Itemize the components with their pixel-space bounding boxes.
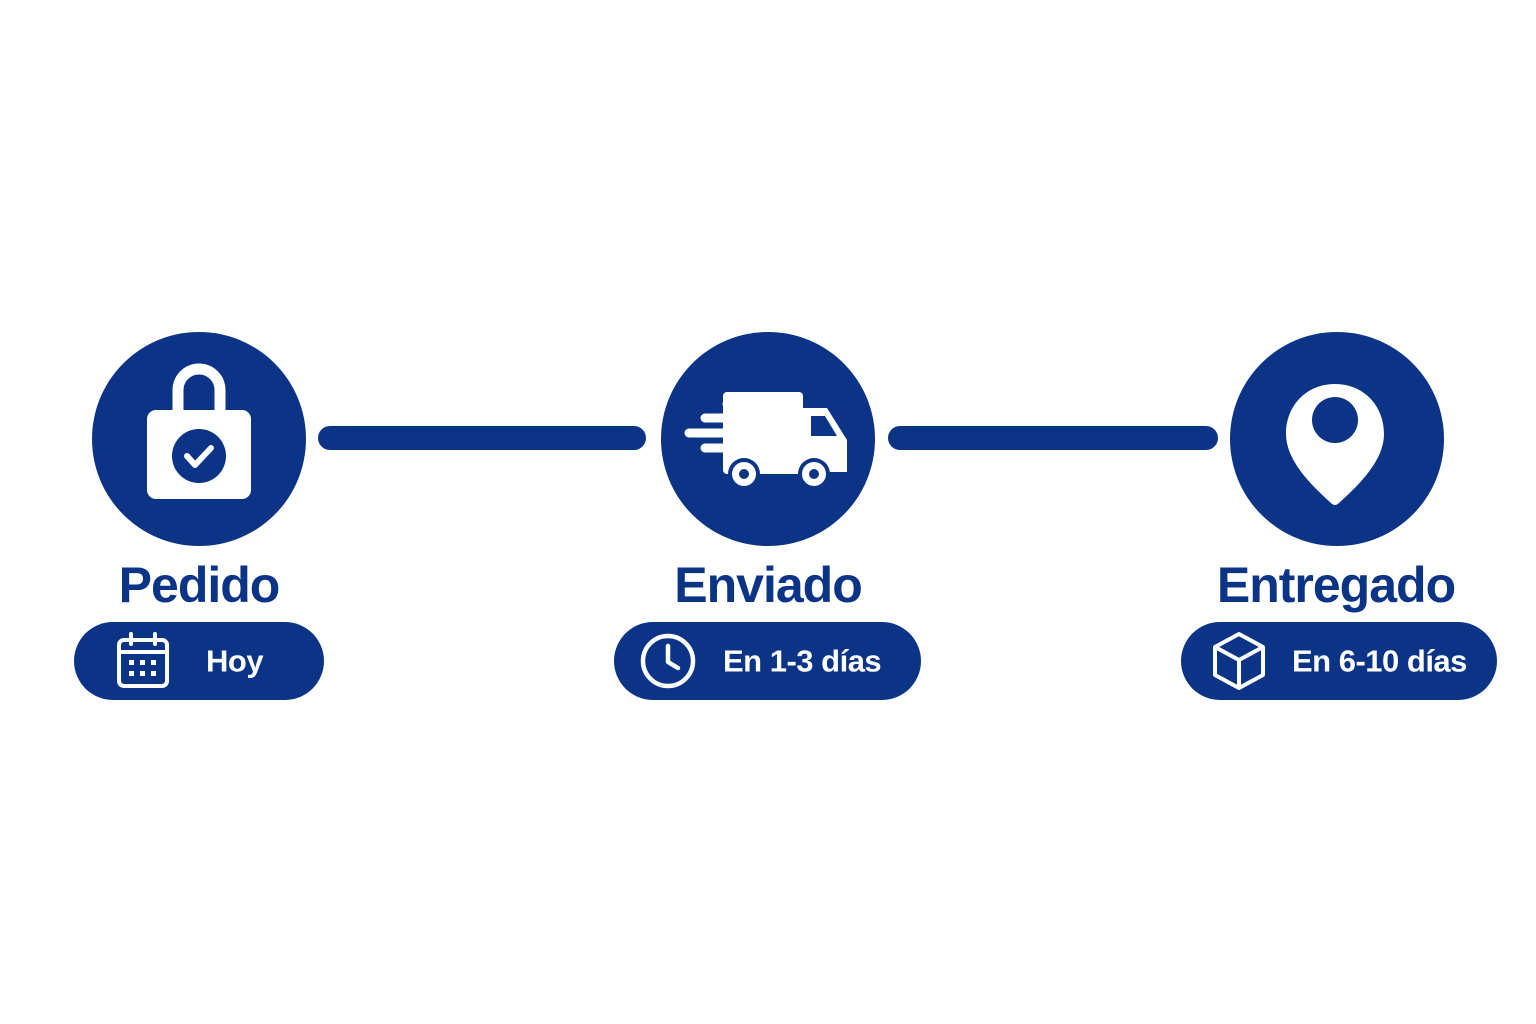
step-pill-ordered: Hoy — [74, 622, 324, 700]
shopping-bag-check-icon — [147, 363, 251, 499]
fast-delivery-truck-icon — [684, 392, 847, 490]
step-pill-delivered: En 6-10 días — [1181, 622, 1497, 700]
connector-line-1 — [318, 426, 646, 450]
step-pill-text-ordered: Hoy — [206, 643, 264, 679]
step-pill-shipped: En 1-3 días — [614, 622, 921, 700]
clock-icon — [640, 633, 696, 689]
step-ordered-circle — [92, 332, 306, 546]
connector-line-2 — [888, 426, 1218, 450]
step-delivered-circle — [1230, 332, 1444, 546]
map-pin-icon — [1286, 384, 1384, 505]
step-pill-text-shipped: En 1-3 días — [723, 643, 882, 679]
step-pill-text-delivered: En 6-10 días — [1292, 643, 1467, 679]
box-icon — [1213, 632, 1265, 690]
step-title-shipped: Enviado — [674, 557, 862, 613]
step-title-delivered: Entregado — [1216, 557, 1456, 613]
step-shipped-circle — [661, 332, 875, 546]
step-title-ordered: Pedido — [118, 557, 281, 613]
calendar-icon — [117, 632, 169, 688]
